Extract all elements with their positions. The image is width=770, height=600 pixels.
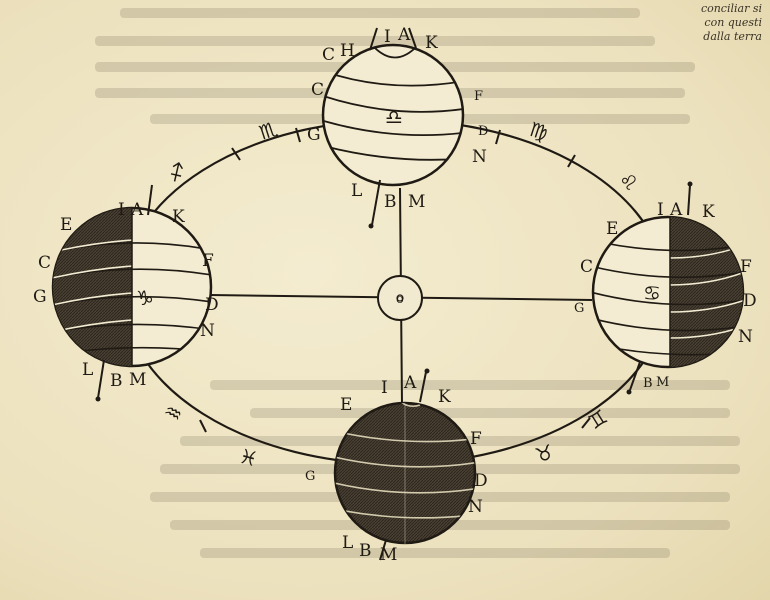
globe-left-label-a: A [130,200,144,220]
globe-top-label-i: I [384,27,391,47]
globe-top-label-k: K [425,33,438,53]
orbit-sign-leo: ♌ [614,166,642,196]
globe-left-label-m: M [129,370,146,390]
globe-bottom-label-b: B [359,541,372,561]
globe-left-label-c: C [38,253,51,273]
globe-bottom-label-i: I [381,378,388,398]
globe-top-label-c: C [322,45,335,65]
globe-right-label-d: D [743,291,757,311]
globe-left-label-b: B [110,371,123,391]
globe-right: ♋ I A K E C F G D N B M [574,181,757,395]
globe-top-label-d: D [478,124,488,139]
globe-left-label-n: N [200,321,215,341]
globe-right-label-m: M [656,375,669,390]
globe-right-label-g: G [574,301,584,316]
globe-left-label-d: D [205,295,219,315]
globe-top: ♎ I A K C H C F G D N L B M [307,25,488,229]
globe-left-label-i: I [118,200,125,220]
globe-right-label-i: I [657,200,664,220]
globe-top-label-h: H [340,41,355,61]
globe-right-label-c: C [580,257,593,277]
globe-left-label-g: G [33,287,47,307]
globe-bottom-label-n: N [468,497,483,517]
globe-right-label-a: A [669,200,683,220]
globe-bottom: I A K E F G D N L B M [305,368,488,565]
margin-note-line: con questi [704,16,762,29]
globe-left-sign: ♑ [136,286,154,310]
globe-bottom-label-f: F [470,429,482,449]
globe-right-label-k: K [702,202,715,222]
globe-right-label-e: E [606,219,618,239]
margin-note-line: dalla terra [703,30,762,43]
globe-bottom-label-k: K [438,387,451,407]
globe-top-label-c2: C [311,80,324,100]
globe-bottom-label-a: A [403,373,417,393]
margin-note-line: conciliar si [700,2,762,15]
globe-top-label-n: N [472,147,487,167]
globe-bottom-label-d: D [474,471,488,491]
globe-bottom-label-l: L [342,533,353,553]
orbit-sign-scorpio: ♏ [256,116,281,144]
sun-label: o [396,292,404,307]
globe-left-label-e: E [60,215,72,235]
globe-right-label-n: N [738,327,753,347]
globe-top-label-m: M [408,192,425,212]
orbit-sign-taurus: ♉ [532,439,556,467]
globe-bottom-label-g: G [305,469,315,484]
globe-top-sign: ♎ [385,105,403,129]
globe-top-label-g: G [307,125,321,145]
globe-top-label-l: L [351,181,362,201]
globe-left: ♑ I A K E C F G D N L B M [33,184,219,402]
orbit-sign-pisces: ♓ [237,444,261,472]
orbit-ticks [199,127,591,433]
globe-right-sign: ♋ [643,281,661,305]
globe-bottom-label-e: E [340,395,352,415]
globe-right-label-f: F [740,257,752,277]
globe-left-label-l: L [82,360,93,380]
globe-top-label-f: F [474,89,483,104]
globe-top-label-a: A [397,25,411,45]
globe-left-label-k: K [172,207,185,227]
globe-left-label-f: F [202,251,214,271]
orbit-sign-aquarius: ♒ [160,398,187,428]
margin-note: conciliar si con questi dalla terra [701,2,762,44]
sun: o [377,275,423,321]
globe-top-label-b: B [384,192,397,212]
globe-bottom-label-m: M [380,545,397,565]
orbit-sign-virgo: ♍ [526,117,550,145]
globe-right-label-b: B [643,376,653,391]
